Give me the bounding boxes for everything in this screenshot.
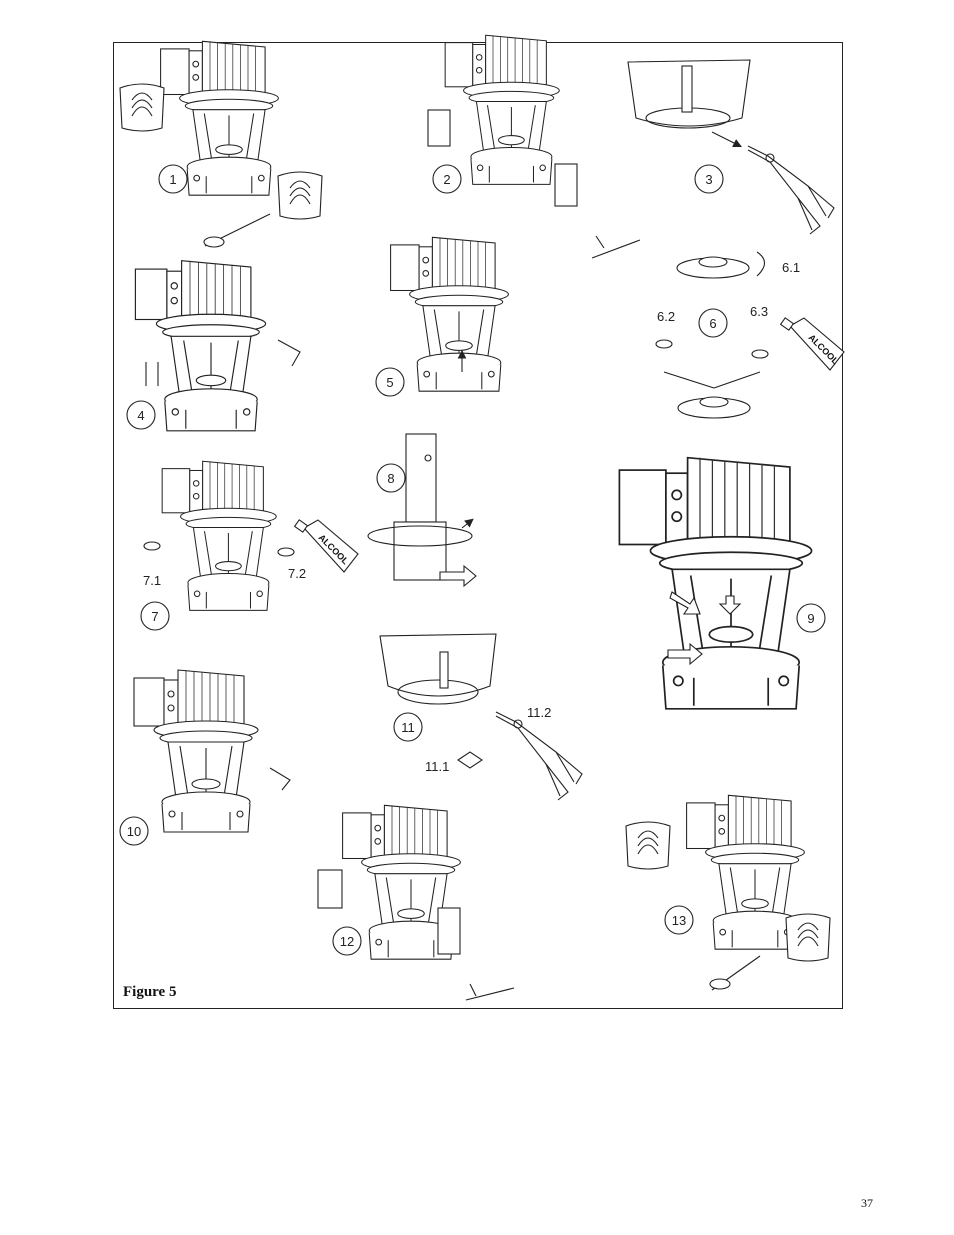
substep-label: 7.2: [288, 566, 306, 581]
substep-label: 6.2: [657, 309, 675, 324]
figure-frame: [113, 42, 843, 1009]
step-marker: 3: [694, 164, 724, 194]
svg-text:12: 12: [340, 934, 354, 949]
step-marker: 11: [393, 712, 423, 742]
substep-label: 6.3: [750, 304, 768, 319]
substep-label: 6.1: [782, 260, 800, 275]
step-marker: 12: [332, 926, 362, 956]
figure-caption: Figure 5: [123, 984, 177, 1000]
svg-text:1: 1: [169, 172, 176, 187]
step-marker: 7: [140, 601, 170, 631]
step-marker: 8: [376, 463, 406, 493]
svg-text:7: 7: [151, 609, 158, 624]
substep-label: 11.2: [527, 705, 551, 720]
svg-text:8: 8: [387, 471, 394, 486]
svg-text:3: 3: [705, 172, 712, 187]
page-number: 37: [861, 1196, 873, 1210]
step-marker: 5: [375, 367, 405, 397]
step-marker: 4: [126, 400, 156, 430]
svg-text:9: 9: [807, 611, 814, 626]
svg-text:4: 4: [137, 408, 144, 423]
step-marker: 10: [119, 816, 149, 846]
substep-label: 11.1: [425, 759, 449, 774]
step-marker: 1: [158, 164, 188, 194]
svg-text:10: 10: [127, 824, 141, 839]
step-marker: 13: [664, 905, 694, 935]
step-marker: 6: [698, 308, 728, 338]
svg-text:11: 11: [401, 720, 415, 735]
step-marker: 9: [796, 603, 826, 633]
step-marker: 2: [432, 164, 462, 194]
substep-label: 7.1: [143, 573, 161, 588]
svg-text:2: 2: [443, 172, 450, 187]
svg-text:6: 6: [709, 316, 716, 331]
svg-text:5: 5: [386, 375, 393, 390]
svg-text:13: 13: [672, 913, 686, 928]
